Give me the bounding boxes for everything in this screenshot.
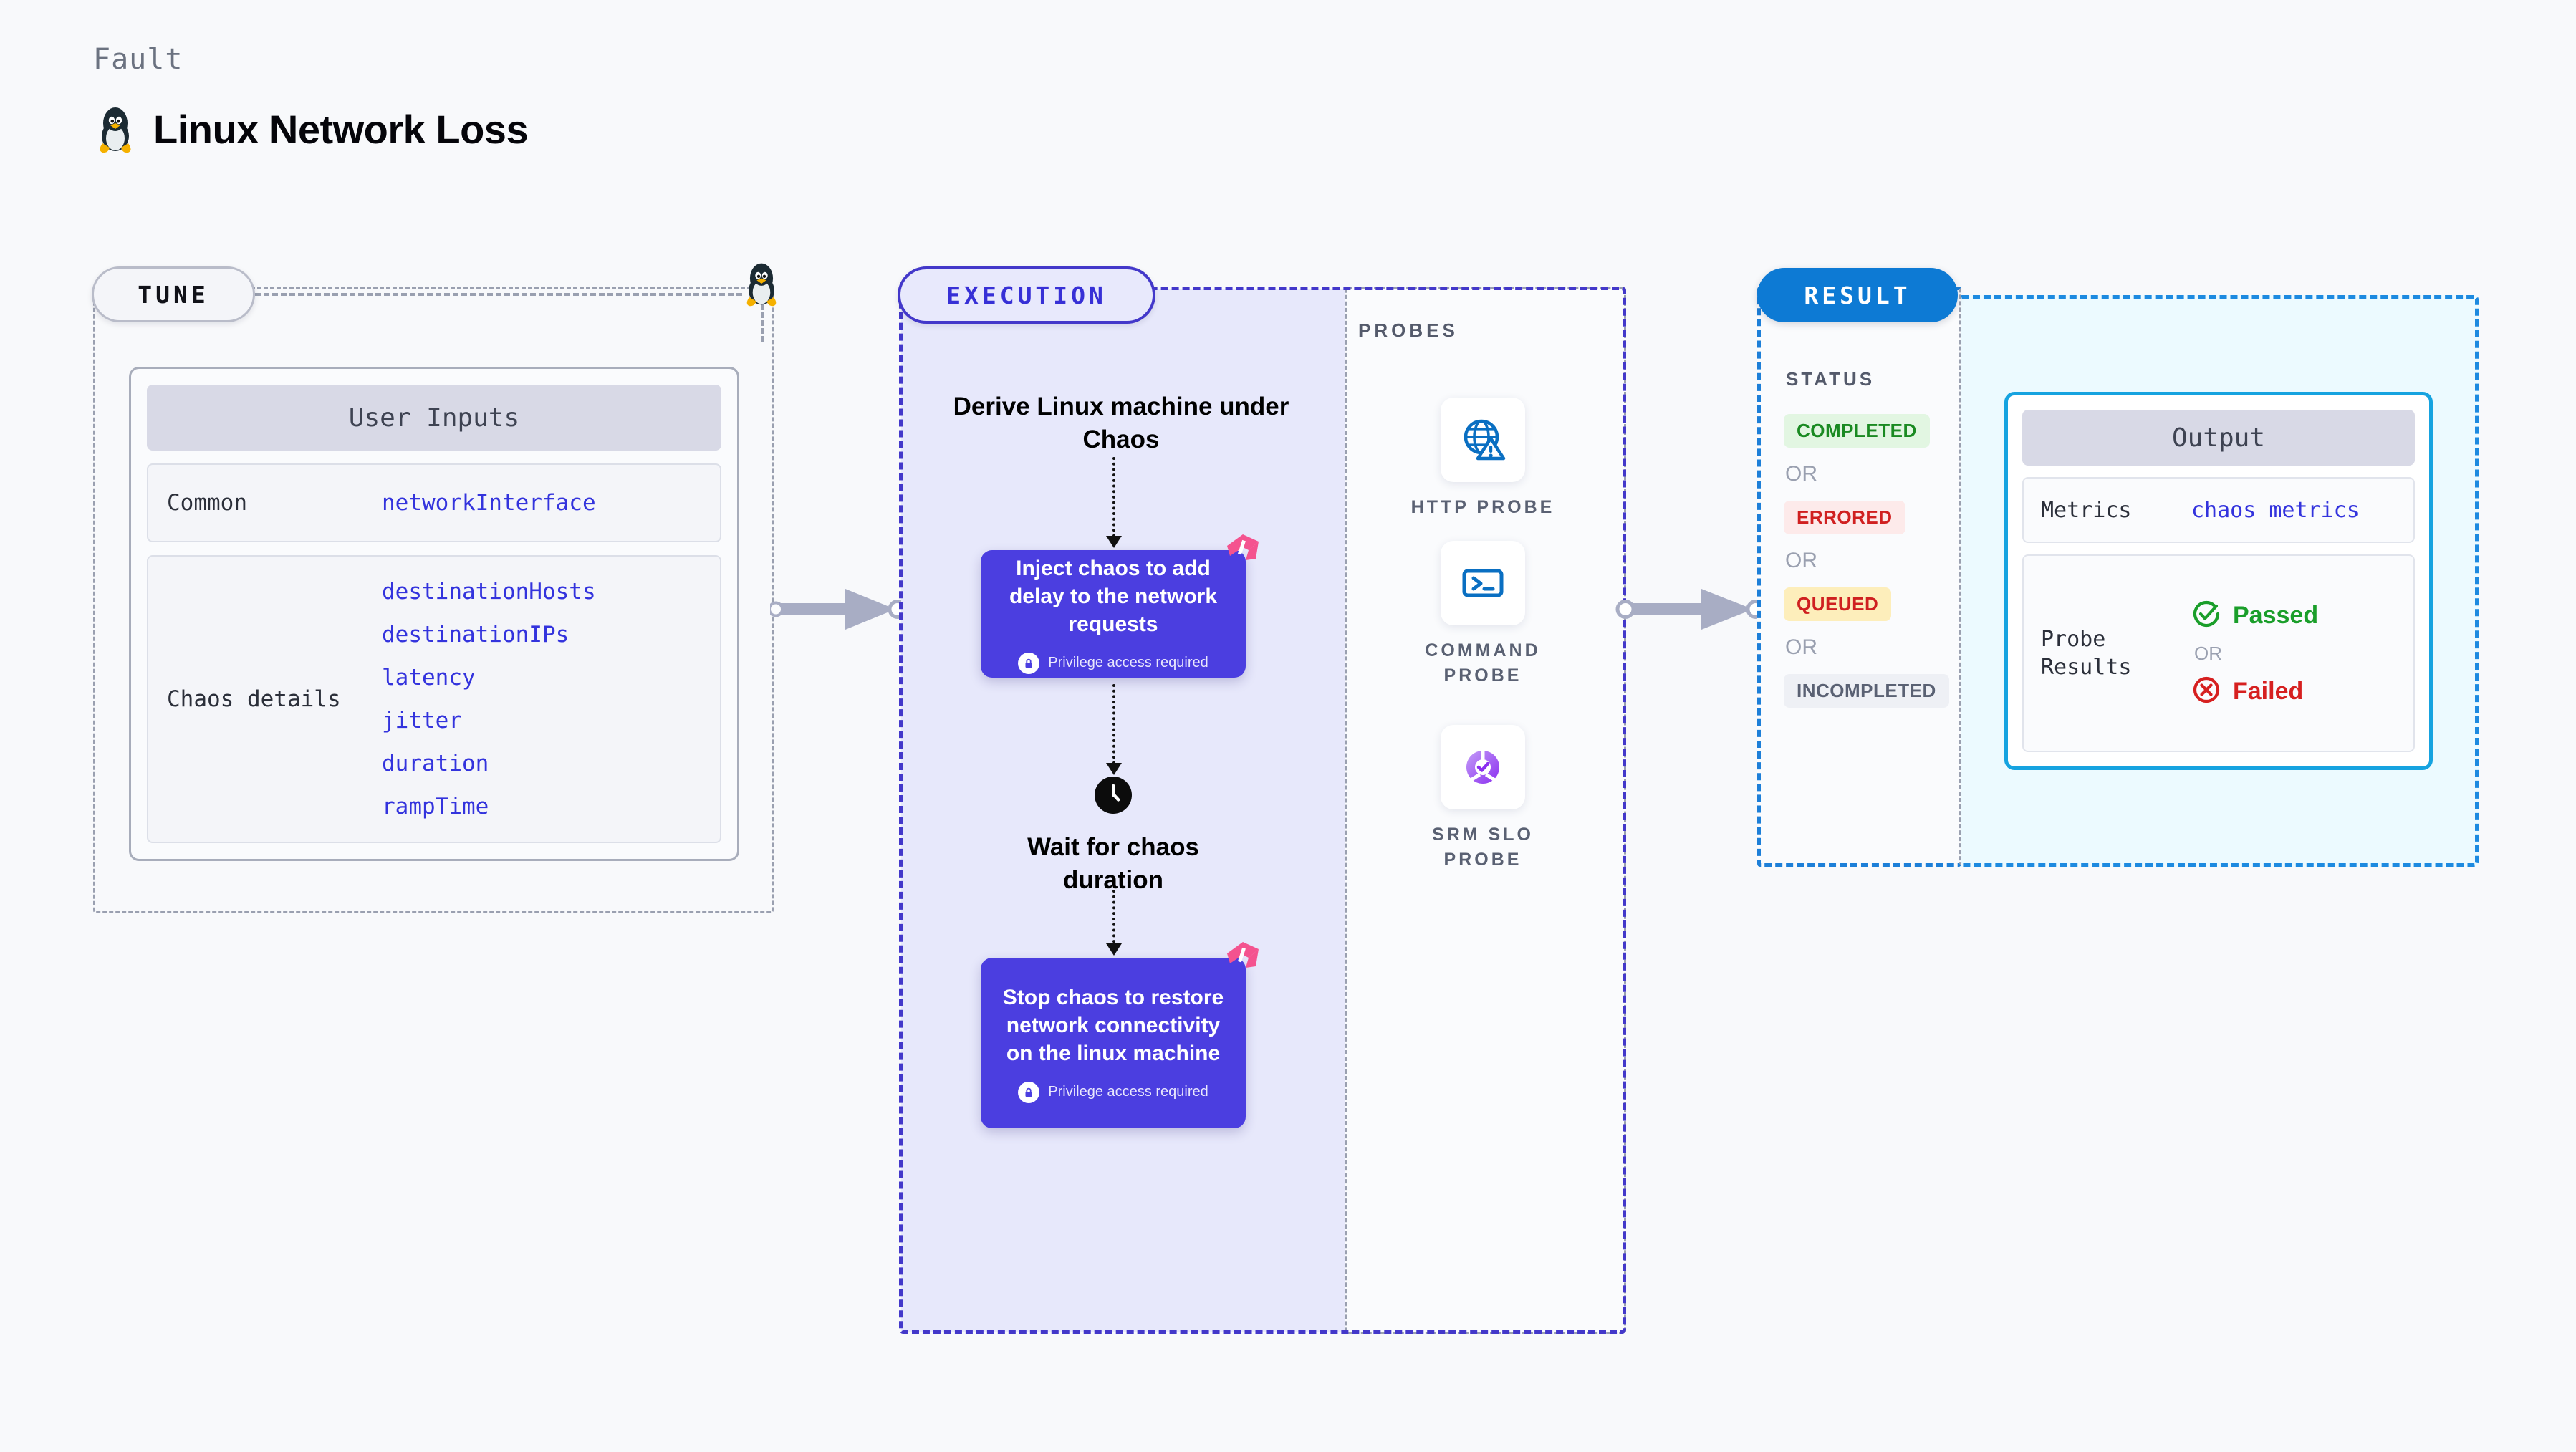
flow-connector-derive-to-inject — [1112, 457, 1115, 537]
stop-privilege-note: Privilege access required — [1018, 1081, 1208, 1103]
fault-eyebrow-label: Fault — [93, 43, 183, 76]
close-circle-icon — [2191, 675, 2221, 708]
globe-warning-icon — [1441, 398, 1525, 482]
probe-item-srm-slo[interactable]: SRM SLO PROBE — [1390, 725, 1576, 872]
result-stage-panel — [1757, 287, 1961, 867]
status-section-label: STATUS — [1786, 368, 1875, 390]
flow-connector-wait-to-stop — [1112, 890, 1115, 948]
or-separator: OR — [1785, 635, 1817, 659]
user-input-key: Chaos details — [167, 686, 341, 712]
page-title: Linux Network Loss — [153, 106, 529, 152]
arrowhead-icon — [1106, 943, 1122, 956]
output-metrics-key: Metrics — [2041, 497, 2132, 523]
status-badge: ERRORED — [1784, 501, 1905, 534]
user-input-values: networkInterface — [382, 490, 596, 516]
output-card: Output Metrics chaos metrics Probe Resul… — [2004, 392, 2433, 770]
probe-label: HTTP PROBE — [1410, 497, 1555, 517]
linux-penguin-icon — [93, 103, 138, 155]
or-separator: OR — [1785, 462, 1817, 486]
stop-privilege-text: Privilege access required — [1048, 1084, 1208, 1100]
status-badge: INCOMPLETED — [1784, 674, 1949, 708]
probes-section-label: PROBES — [1358, 319, 1458, 341]
tune-stage-panel — [93, 287, 774, 913]
lock-icon — [1018, 652, 1040, 674]
output-probe-results-key: Probe Results — [2041, 627, 2132, 680]
result-stage-pill[interactable]: RESULT — [1757, 268, 1958, 322]
flow-connector-inject-to-wait — [1112, 684, 1115, 764]
status-list: COMPLETED OR ERRORED OR QUEUED OR INCOMP… — [1784, 414, 1949, 708]
inject-chaos-node[interactable]: Inject chaos to add delay to the network… — [981, 534, 1259, 678]
user-input-value: destinationHosts — [382, 579, 596, 605]
linux-penguin-icon — [739, 259, 784, 312]
probe-item-command[interactable]: COMMAND PROBE — [1390, 541, 1576, 688]
output-metrics-value: chaos metrics — [2191, 497, 2360, 523]
wait-duration-label: Wait for chaos duration — [1027, 833, 1199, 895]
tune-dashed-connector — [255, 293, 742, 296]
harness-logo-icon — [1224, 532, 1261, 569]
probe-label: COMMAND PROBE — [1425, 640, 1541, 686]
user-input-value: rampTime — [382, 794, 489, 819]
tune-dashed-connector-down — [761, 304, 764, 342]
inject-chaos-title: Inject chaos to add delay to the network… — [1009, 556, 1218, 636]
execution-stage-pill[interactable]: EXECUTION — [898, 266, 1155, 324]
arrowhead-icon — [1106, 763, 1122, 775]
or-separator: OR — [1785, 549, 1817, 572]
user-input-key: Common — [167, 489, 247, 516]
probe-result-failed: Failed — [2191, 675, 2318, 708]
user-input-value: duration — [382, 751, 489, 777]
flow-arrow-execution-to-result — [1615, 580, 1769, 641]
lock-icon — [1018, 1081, 1040, 1103]
user-input-values: destinationHosts destinationIPs latency … — [382, 579, 596, 819]
probe-passed-label: Passed — [2233, 601, 2319, 629]
probe-result-passed: Passed — [2191, 599, 2318, 633]
output-row-metrics: Metrics chaos metrics — [2022, 477, 2415, 543]
user-input-row-common: Common networkInterface — [147, 463, 721, 542]
user-inputs-card: User Inputs Common networkInterface Chao… — [129, 367, 739, 861]
stop-chaos-title: Stop chaos to restore network connectivi… — [1002, 985, 1224, 1065]
inject-privilege-note: Privilege access required — [1018, 652, 1208, 674]
srm-slo-donut-icon — [1441, 725, 1525, 809]
user-input-value: networkInterface — [382, 490, 596, 516]
inject-privilege-text: Privilege access required — [1048, 655, 1208, 670]
or-separator: OR — [2194, 642, 2222, 664]
clock-icon — [1095, 777, 1132, 817]
user-input-value: destinationIPs — [382, 622, 569, 648]
user-input-row-chaos-details: Chaos details destinationHosts destinati… — [147, 555, 721, 843]
probe-failed-label: Failed — [2233, 677, 2304, 705]
output-row-probe-results: Probe Results Passed OR — [2022, 554, 2415, 752]
probe-results-values: Passed OR Failed — [2191, 599, 2318, 708]
user-input-value: latency — [382, 665, 476, 691]
terminal-icon — [1441, 541, 1525, 625]
check-circle-icon — [2191, 599, 2221, 633]
fault-title-row: Linux Network Loss — [93, 103, 529, 155]
page-header: Fault Linux Network Loss — [93, 43, 529, 155]
probe-label: SRM SLO PROBE — [1432, 824, 1534, 870]
harness-logo-icon — [1224, 939, 1261, 977]
output-card-title: Output — [2022, 410, 2415, 466]
probe-item-http[interactable]: HTTP PROBE — [1390, 398, 1576, 520]
stop-chaos-node[interactable]: Stop chaos to restore network connectivi… — [981, 942, 1259, 1128]
flow-arrow-tune-to-execution — [768, 580, 910, 641]
status-badge: COMPLETED — [1784, 414, 1930, 448]
status-badge: QUEUED — [1784, 587, 1892, 621]
user-input-value: jitter — [382, 708, 462, 734]
derive-machine-label: Derive Linux machine under Chaos — [953, 393, 1289, 454]
user-inputs-title: User Inputs — [147, 385, 721, 451]
execution-stage-panel — [899, 287, 1626, 1334]
execution-stage-fill — [901, 289, 1349, 1332]
tune-stage-pill[interactable]: TUNE — [92, 266, 255, 322]
arrowhead-icon — [1106, 536, 1122, 548]
